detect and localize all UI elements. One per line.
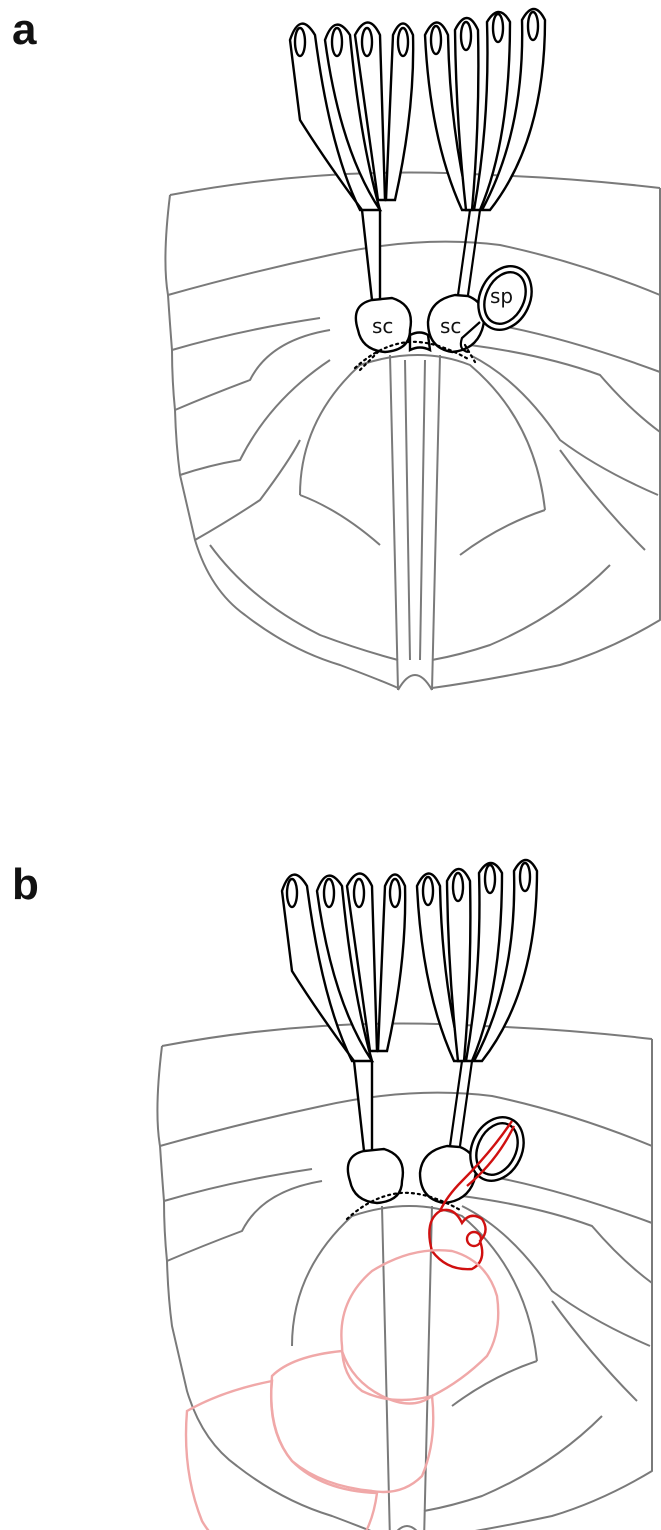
gland-tubules-left xyxy=(290,23,413,301)
segment-line-5r xyxy=(560,450,645,550)
segment-line-1 xyxy=(168,242,660,295)
anatomy-drawing-b xyxy=(0,765,661,1530)
segment-line-4 xyxy=(180,360,330,475)
segment-line-5 xyxy=(195,440,300,540)
inner-outline xyxy=(210,545,398,660)
segment-outline xyxy=(170,173,660,196)
central-rod xyxy=(390,355,440,690)
panel-b: b xyxy=(0,765,661,1530)
segment-line-2 xyxy=(172,318,320,350)
abdominal-segments xyxy=(165,173,660,691)
segment-line-6r xyxy=(460,510,545,555)
label-sp: sp xyxy=(490,284,513,308)
segment-line-6 xyxy=(300,495,380,545)
segment-line-3r xyxy=(470,345,660,432)
anatomy-drawing-a: sc sc sp xyxy=(0,0,661,765)
segment-line-4r xyxy=(470,355,658,495)
inner-outline-r xyxy=(432,565,610,660)
body-outline-r xyxy=(432,188,660,688)
eggs-pink xyxy=(186,1250,498,1530)
label-sc-left: sc xyxy=(372,314,393,338)
central-rod-inner xyxy=(405,360,425,660)
label-sc-right: sc xyxy=(440,314,461,338)
abdominal-segments xyxy=(157,1024,652,1530)
panel-a: a xyxy=(0,0,661,765)
